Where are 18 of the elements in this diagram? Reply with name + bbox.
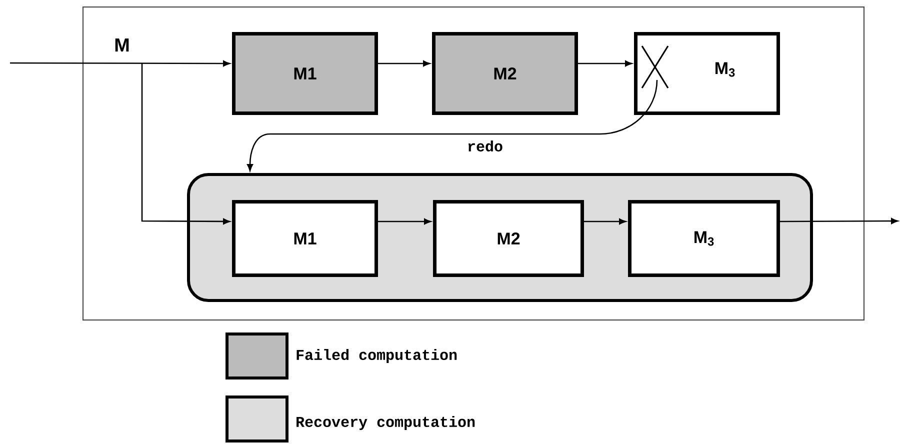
arrow — [780, 218, 898, 224]
failed-process-box: M2 — [432, 32, 578, 115]
arrow — [141, 63, 230, 224]
process-box: M1 — [232, 200, 378, 277]
arrow — [378, 218, 432, 224]
process-box: M$_{3}$ — [628, 200, 780, 277]
input-label: M — [115, 38, 129, 52]
crashed-process-box: M$_{3}$ — [634, 32, 780, 115]
process-box: M2 — [433, 200, 584, 277]
arrow — [10, 60, 230, 66]
failed-process-box: M1 — [232, 32, 378, 115]
arrow — [247, 80, 658, 172]
legend-text: Recovery computation — [296, 416, 475, 430]
arrow — [584, 218, 626, 224]
edge-label: redo — [468, 140, 502, 152]
arrow — [378, 60, 430, 66]
legend-text: Failed computation — [296, 349, 457, 363]
arrow — [578, 60, 632, 66]
